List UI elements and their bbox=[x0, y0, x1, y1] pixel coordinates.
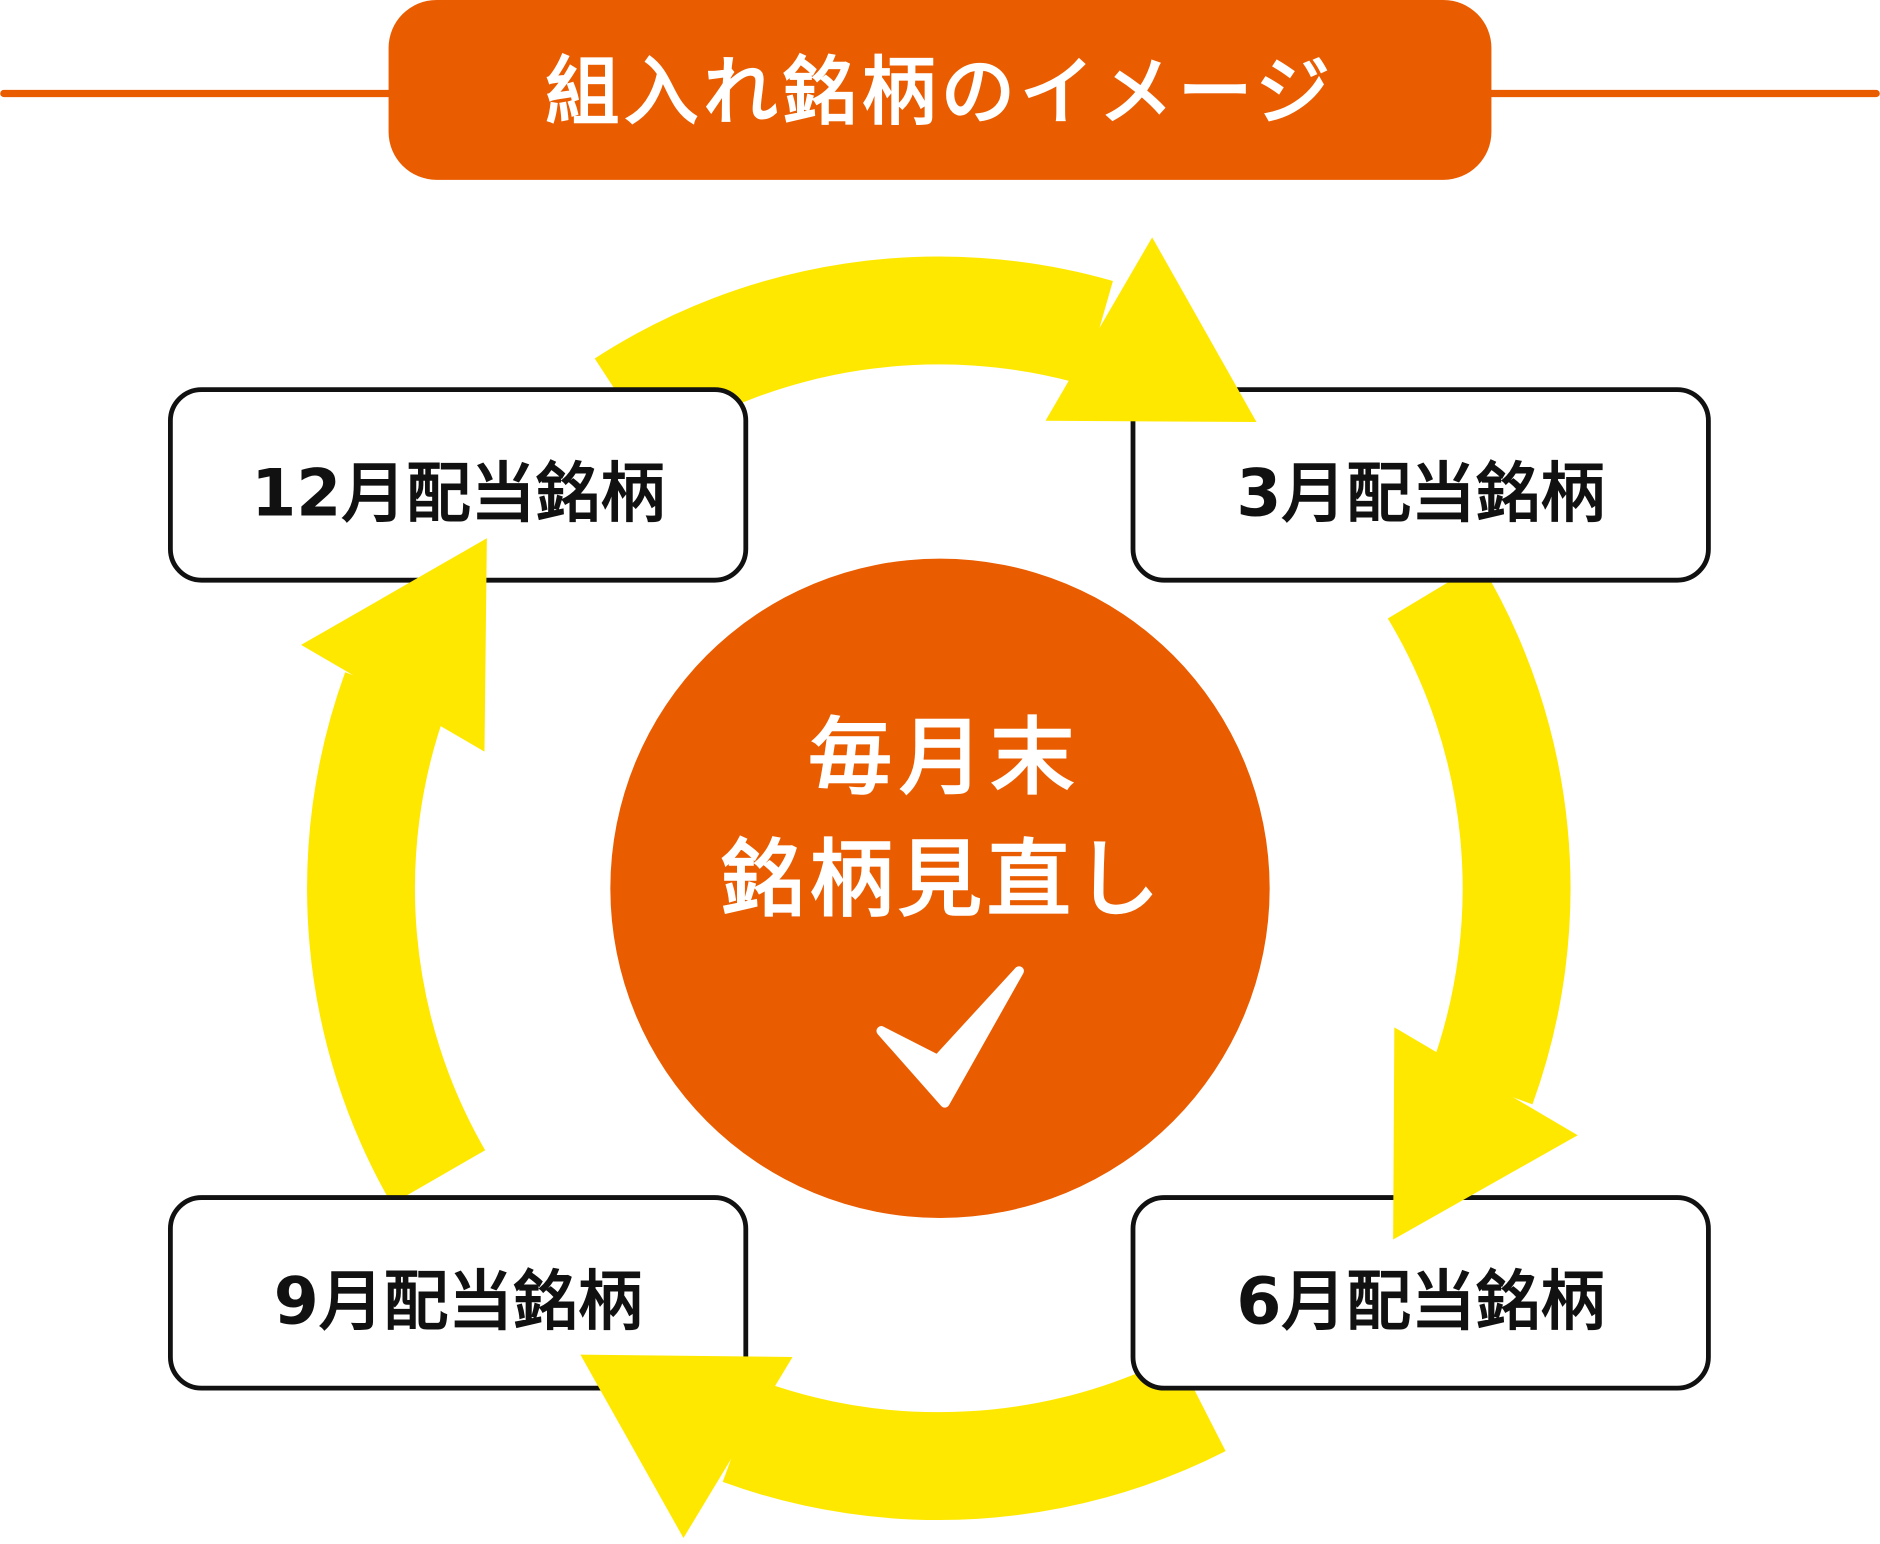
diagram-title: 組入れ銘柄のイメージ bbox=[545, 48, 1335, 135]
check-icon bbox=[876, 966, 1024, 1108]
arrow-shaft-to-september bbox=[722, 1354, 1226, 1521]
box-september-label: 9月配当銘柄 bbox=[274, 1264, 643, 1339]
arrow-shaft-to-june bbox=[1387, 562, 1571, 1105]
box-june-label: 6月配当銘柄 bbox=[1236, 1264, 1605, 1339]
arrow-head-to-december bbox=[301, 538, 487, 752]
box-december-label: 12月配当銘柄 bbox=[251, 456, 665, 531]
box-december: 12月配当銘柄 bbox=[168, 387, 749, 583]
center-line1: 毎月末 bbox=[808, 708, 1081, 806]
cycle-arrow-heads bbox=[301, 237, 1578, 1539]
arrow-shaft-to-march bbox=[594, 256, 1113, 450]
cycle-arrow-shafts bbox=[307, 256, 1571, 1521]
arrow-shaft-to-december bbox=[307, 672, 486, 1205]
header-pill bbox=[388, 0, 1492, 180]
box-march: 3月配当銘柄 bbox=[1130, 387, 1711, 583]
box-september: 9月配当銘柄 bbox=[168, 1195, 749, 1391]
arrow-head-to-june bbox=[1393, 1027, 1578, 1240]
box-june: 6月配当銘柄 bbox=[1130, 1195, 1711, 1391]
arrow-head-to-march bbox=[1045, 237, 1257, 422]
arrow-head-to-september bbox=[580, 1354, 793, 1539]
box-march-label: 3月配当銘柄 bbox=[1236, 456, 1605, 531]
center-line2: 銘柄見直し bbox=[721, 831, 1165, 929]
center-circle bbox=[610, 558, 1270, 1218]
